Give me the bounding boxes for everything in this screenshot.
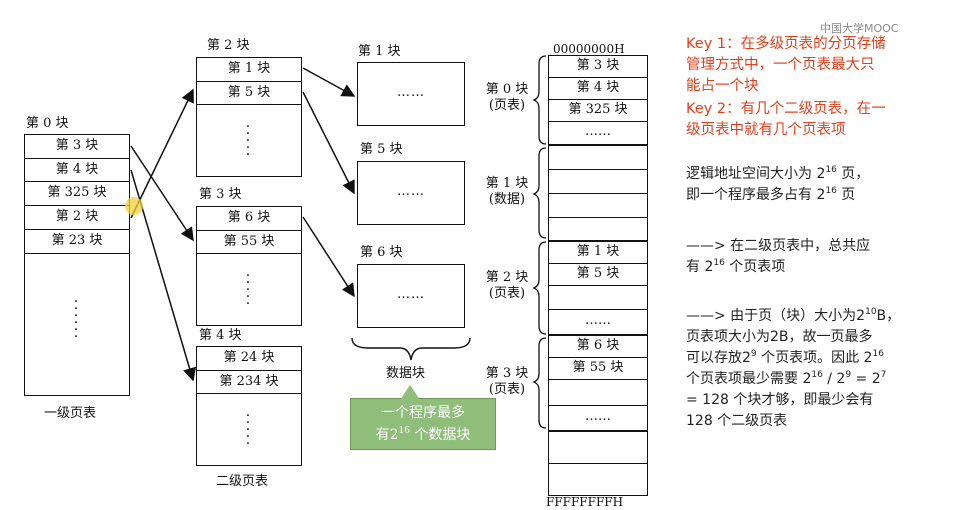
level2-row: 第 234 块 [197,371,301,394]
memory-row [549,146,647,170]
memory-bottom-address: FFFFFFFFH [546,495,624,509]
memory-group-label: 第 3 块(页表) [485,366,529,397]
memory-row [549,218,647,242]
callout-line2: 有216 个数据块 [375,426,471,444]
data-block: …… [357,62,465,126]
level2-row: 第 24 块 [197,347,301,371]
data-block: …… [357,264,465,328]
memory-row: 第 5 块 [549,264,647,286]
level2-table-1: 第 1 块 第 5 块 ····· [196,57,302,177]
level2-caption: 二级页表 [216,474,269,489]
level2-title: 第 2 块 [207,38,250,53]
data-block: …… [357,161,465,225]
memory-row: …… [549,122,647,146]
arrow-to-data-block-6 [302,216,355,298]
level1-row: 第 2 块 [25,206,129,230]
memory-top-address: 00000000H [553,42,625,56]
level2-row: 第 5 块 [197,82,301,105]
memory-group-label: 第 2 块(页表) [485,270,529,301]
memory-row: 第 55 块 [549,358,647,380]
key1-note: Key 1：在多级页表的分页存储 管理方式中，一个页表最大只 能占一个块 [686,36,886,94]
level2-row: 第 1 块 [197,58,301,82]
vertical-ellipsis: ····· [245,408,251,452]
memory-group-label: 第 1 块(数据) [485,176,529,207]
callout-pointer [400,385,420,400]
level2-title: 第 3 块 [199,187,242,202]
memory-column: 第 3 块 第 4 块 第 325 块 …… 第 1 块 第 5 块 …… 第 … [548,55,648,496]
memory-row [549,380,647,406]
memory-row [549,170,647,194]
cursor-highlight [125,197,143,215]
level1-caption: 一级页表 [44,406,97,421]
data-block-title: 第 5 块 [360,142,403,157]
memory-row: …… [549,310,647,336]
data-block-brace [351,337,471,361]
memory-group-braces [532,55,547,429]
level1-row: 第 4 块 [25,159,129,182]
memory-row [549,432,647,464]
level1-title: 第 0 块 [26,116,69,131]
memory-row: 第 325 块 [549,100,647,122]
data-block-caption: 数据块 [386,366,426,381]
memory-row [549,194,647,218]
level1-page-table: 第 3 块 第 4 块 第 325 块 第 2 块 第 23 块 ······ [24,134,130,396]
data-block-content: …… [397,287,425,302]
watermark-logo: 中国大学MOOC [820,22,899,35]
arrow-to-level2-table-1 [130,88,194,219]
arrow-to-level2-table-2 [130,145,194,242]
level2-row: 第 6 块 [197,207,301,231]
level1-row: 第 23 块 [25,230,129,254]
level2-table-2: 第 6 块 第 55 块 ····· [196,206,302,326]
data-block-content: …… [397,184,425,199]
block-count-note: ——> 由于页（块）大小为210B， 页表项大小为2B，故一页最多 可以存放29… [686,307,901,430]
arrow-to-data-block-1 [302,67,356,97]
level2-row: 第 55 块 [197,231,301,254]
vertical-ellipsis: ····· [245,119,251,163]
memory-row: 第 3 块 [549,56,647,78]
memory-group-label: 第 0 块(页表) [485,82,529,113]
callout-line1: 一个程序最多 [381,405,465,421]
memory-row: 第 4 块 [549,78,647,100]
page-table-entries-note: ——> 在二级页表中，总共应 有 216 个页表项 [686,238,871,275]
data-block-title: 第 1 块 [358,44,401,59]
callout-box: 一个程序最多 有216 个数据块 [350,398,496,450]
memory-row: …… [549,406,647,432]
level1-row: 第 325 块 [25,182,129,206]
data-block-title: 第 6 块 [360,245,403,260]
level1-row: 第 3 块 [25,135,129,159]
memory-row: 第 6 块 [549,336,647,358]
memory-row: 第 1 块 [549,242,647,264]
logical-address-note: 逻辑地址空间大小为 216 页， 即一个程序最多占有 216 页 [686,165,870,204]
data-block-content: …… [397,85,425,100]
key2-note: Key 2：有几个二级页表，在一 级页表中就有几个页表项 [686,101,886,138]
level2-title: 第 4 块 [199,328,242,343]
memory-row [549,286,647,310]
arrow-to-data-block-5 [302,91,355,195]
vertical-ellipsis: ······ [73,294,79,345]
vertical-ellipsis: ····· [245,268,251,312]
level2-table-3: 第 24 块 第 234 块 ····· [196,346,302,466]
